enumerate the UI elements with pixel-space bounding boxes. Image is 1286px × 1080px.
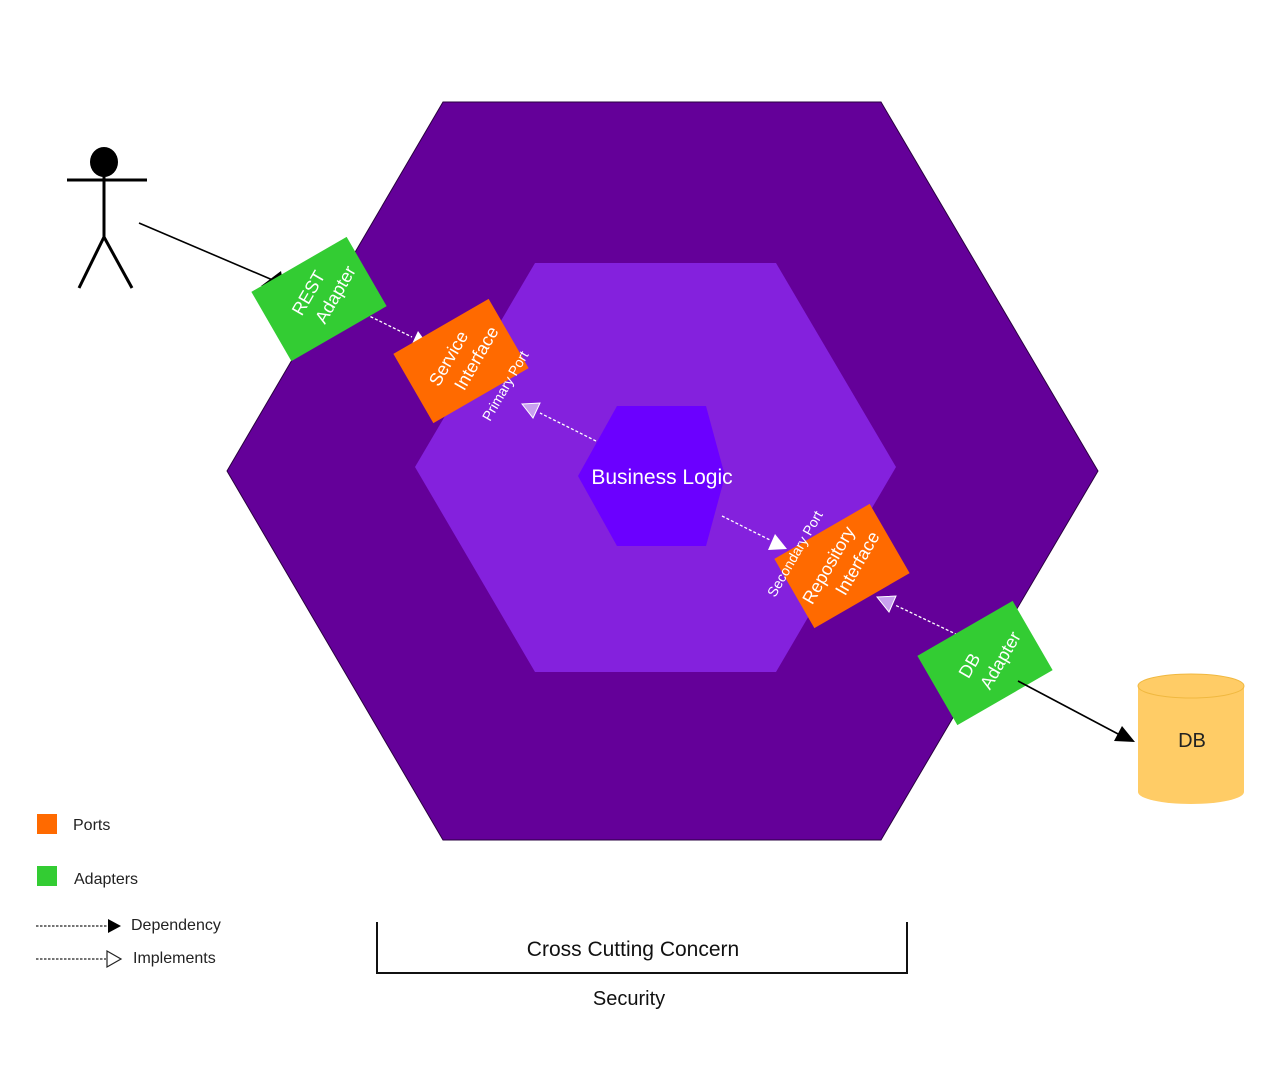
core-to-service-arrow xyxy=(539,412,597,442)
core-label: Business Logic xyxy=(591,466,732,489)
legend-port-swatch xyxy=(37,814,57,834)
rest-adapter: REST Adapter xyxy=(251,236,387,362)
db-adapter-to-database-arrow xyxy=(1017,680,1121,736)
cross-cutting-item: Security xyxy=(593,988,665,1010)
database-arrowhead-icon xyxy=(1114,726,1135,742)
core-repository-arrowhead-icon xyxy=(768,534,787,550)
legend-implements-label: Implements xyxy=(133,950,216,967)
actor-icon xyxy=(67,147,147,289)
core-to-repository-arrow xyxy=(721,515,771,541)
service-interface-port: Service Interface xyxy=(393,298,529,424)
legend-adapters-label: Adapters xyxy=(74,871,138,888)
db-to-repository-arrow xyxy=(894,604,963,638)
legend-ports-label: Ports xyxy=(73,817,110,834)
legend-implements-arrow-icon xyxy=(106,949,123,969)
cross-cutting-title: Cross Cutting Concern xyxy=(527,938,739,961)
core-hexagon xyxy=(578,406,725,546)
legend-adapter-swatch xyxy=(37,866,57,886)
repository-interface-port: Repository Interface xyxy=(774,503,910,629)
legend-dependency-label: Dependency xyxy=(131,917,221,934)
database-cylinder: DB xyxy=(1137,673,1245,804)
db-adapter: DB Adapter xyxy=(917,600,1053,726)
core-service-arrowhead-icon xyxy=(521,402,541,419)
legend-dependency-arrow-icon xyxy=(108,919,121,933)
legend: Ports Adapters Dependency Implements xyxy=(36,814,221,969)
actor-to-rest-arrow xyxy=(138,222,283,285)
database-label: DB xyxy=(1178,730,1206,752)
db-repository-arrowhead-icon xyxy=(876,595,897,613)
cross-cutting-bracket: Cross Cutting Concern Security xyxy=(376,922,908,1010)
